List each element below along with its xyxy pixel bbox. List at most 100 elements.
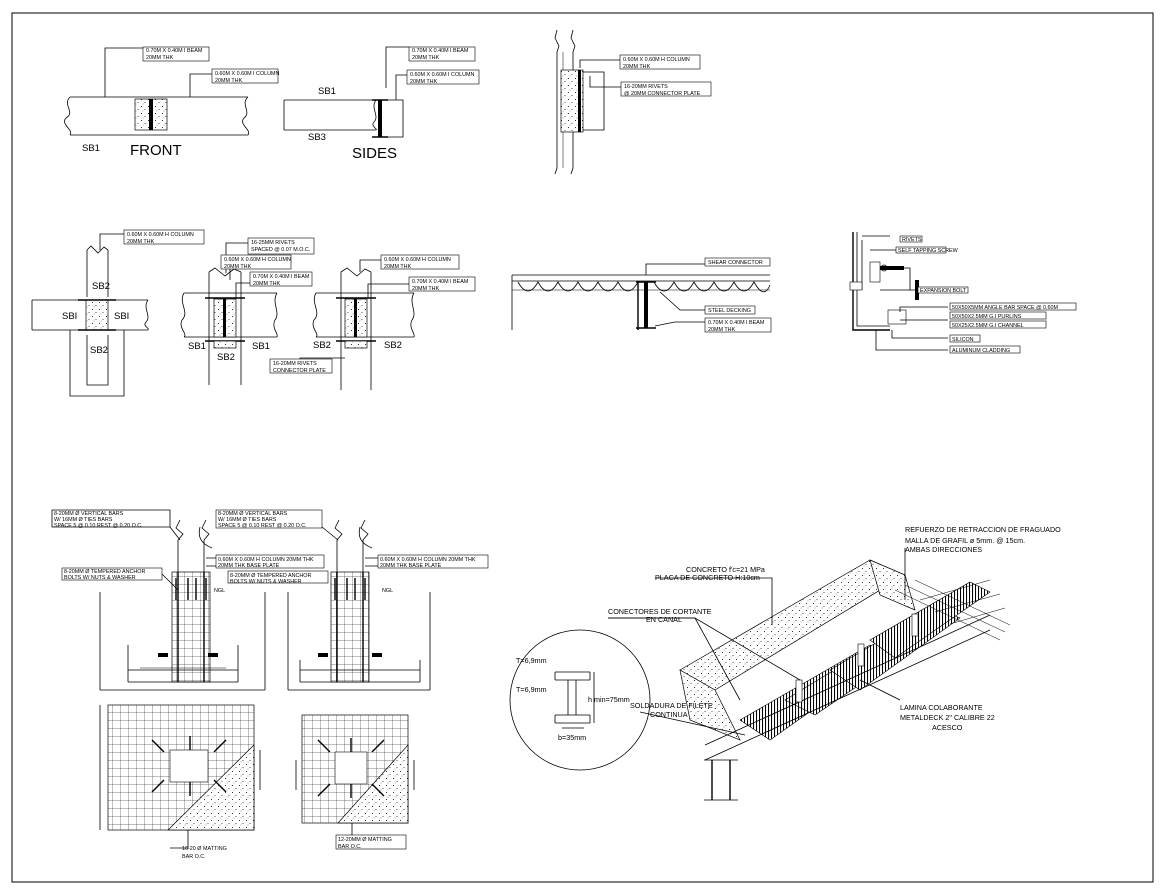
note-rivets-25: 16-25MM RIVETS (251, 240, 295, 246)
note-base-plate: 20MM THK BASE PLATE (218, 563, 280, 569)
title-front: FRONT (130, 142, 182, 159)
note-self-tapping: SELF TAPPING SCREW (898, 248, 959, 254)
text-conectores: CONECTORES DE CORTANTE (608, 607, 712, 616)
note-beam: 0.70M X 0.40M I BEAM (708, 320, 765, 326)
note-beam: 0.70M X 0.40M I BEAM (412, 279, 469, 285)
note-rivets-b: 16-20MM RIVETS (273, 361, 317, 367)
detail-cladding: RIVETS SELF TAPPING SCREW EXPANSION BOLT… (849, 232, 1077, 354)
detail-footing-1: 8-20MM Ø VERTICAL BARS W/ 16MM Ø TIES BA… (51, 509, 325, 860)
text-continua: CONTINUA (650, 710, 688, 719)
note-column: 0.60M X 0.60M H COLUMN (623, 57, 690, 63)
note-column: 0.60M X 0.60M I COLUMN (410, 72, 475, 78)
text-concreto: CONCRETO f'c=21 MPa (686, 565, 765, 574)
label-sb2: SB2 (217, 352, 235, 363)
text-t1: T=6,9mm (516, 656, 547, 665)
detail-front: 0.70M X 0.40M I BEAM 20MM THK 0.60M X 0.… (64, 46, 280, 159)
note-anchor: 8-20MM Ø TEMPERED ANCHOR (64, 569, 145, 575)
label-sb2: SB2 (90, 345, 108, 356)
note-nuts: BOLTS W/ NUTS & WASHER (64, 575, 136, 581)
note-nuts: BOLTS W/ NUTS & WASHER (230, 579, 302, 585)
note-rivets: RIVETS (902, 237, 922, 243)
note-beam: 0.70M X 0.40M I BEAM (412, 48, 469, 54)
note-ties-bars: W/ 16MM Ø TIES BARS (54, 517, 113, 523)
note-angle-bar: 50X50X5MM ANGLE BAR SPACE @ 0.60M (952, 305, 1059, 311)
note-rivets: 16-20MM RIVETS (624, 84, 668, 90)
note-beam: 0.70M X 0.40M I BEAM (253, 274, 310, 280)
note-bar-oc: BAR O.C. (182, 854, 206, 860)
note-thk: 20MM THK (623, 64, 651, 70)
detail-column-connector: 0.60M X 0.60M H COLUMN 20MM THK 16-20MM … (554, 29, 712, 175)
note-column: 0.60M X 0.60M H COLUMN (127, 232, 194, 238)
label-sb2: SB2 (384, 340, 402, 351)
note-bar-oc: BAR O.C. (338, 844, 362, 850)
title-sides: SIDES (352, 145, 397, 162)
note-column: 0.60M X 0.60M I COLUMN (215, 71, 280, 77)
note-ties-bars: W/ 16MM Ø TIES BARS (218, 517, 277, 523)
label-sb1: SB1 (188, 341, 206, 352)
text-malla: MALLA DE GRAFIL ø 5mm. @ 15cm. (905, 536, 1025, 545)
note-vert-bars: 8-20MM Ø VERTICAL BARS (218, 511, 288, 517)
text-ambas: AMBAS DIRECCIONES (905, 545, 982, 554)
detail-sb-cross: 0.60M X 0.60M H COLUMN 20MM THK SB2 SBI … (31, 229, 205, 397)
note-matting-12: 12-20MM Ø MATTING (338, 837, 392, 843)
detail-sb1-sb2: 16-25MM RIVETS SPACED @ 0.07 M.O.C. 0.60… (180, 237, 315, 385)
note-ties-spacing: SPACE 5 @ 0.10 REST @ 0.20 O.C. (54, 523, 143, 529)
label-sb2: SB2 (92, 281, 110, 292)
text-metaldeck: METALDECK 2" CALIBRE 22 (900, 713, 995, 722)
note-thk: 20MM THK (127, 239, 155, 245)
detail-sides: 0.70M X 0.40M I BEAM 20MM THK 0.60M X 0.… (283, 46, 480, 162)
label-sbi-right: SBI (114, 311, 129, 322)
detail-steel-decking: SHEAR CONNECTOR STEEL DECKING 0.70M X 0.… (511, 257, 772, 333)
note-thk: 20MM THK (708, 327, 736, 333)
note-thk: 20MM THK (412, 286, 440, 292)
label-sbi-left: SBI (62, 311, 77, 322)
note-rivet-spacing: SPACED @ 0.07 M.O.C. (251, 247, 310, 253)
note-cladding: ALUMINUM CLADDING (952, 348, 1010, 354)
label-sb1: SB1 (318, 86, 336, 97)
note-beam: 0.70M X 0.40M I BEAM (146, 48, 203, 54)
note-thk: 20MM THK (410, 79, 438, 85)
text-b: b=35mm (558, 733, 586, 742)
note-thk: 20MM THK (215, 78, 243, 84)
note-thk: 20MM THK (146, 55, 174, 61)
text-h-min: h min=75mm (588, 695, 630, 704)
label-sb1: SB1 (82, 143, 100, 154)
note-ties-spacing: SPACE 5 @ 0.10 REST @ 0.20 O.C. (218, 523, 307, 529)
note-vert-bars: 8-20MM Ø VERTICAL BARS (54, 511, 124, 517)
label-ngl: NGL (214, 588, 225, 594)
note-column-h: 0.60M X 0.60M H COLUMN 20MM THK (380, 557, 476, 563)
note-column: 0.60M X 0.60M H COLUMN (224, 257, 291, 263)
text-placa: PLACA DE CONCRETO H:10cm (655, 573, 760, 582)
detail-footing-2: 8-20MM Ø VERTICAL BARS W/ 16MM Ø TIES BA… (215, 509, 489, 850)
note-anchor: 8-20MM Ø TEMPERED ANCHOR (230, 573, 311, 579)
note-column: 0.60M X 0.60M H COLUMN (384, 257, 451, 263)
note-thk: 20MM THK (384, 264, 412, 270)
text-en-canal: EN CANAL (646, 615, 682, 624)
label-sb1: SB1 (252, 341, 270, 352)
text-t2: T=6,9mm (516, 685, 547, 694)
note-channel: 50X25X2.5MM G.I CHANNEL (952, 323, 1024, 329)
note-base-plate: 20MM THK BASE PLATE (380, 563, 442, 569)
note-thk: 20MM THK (224, 264, 252, 270)
note-silicon: SILICON (952, 337, 974, 343)
label-sb3: SB3 (308, 132, 326, 143)
note-purlins: 50X50X2.5MM G.I PURLINS (952, 314, 1022, 320)
note-connector-plate-b: CONNECTOR PLATE (273, 368, 326, 374)
detail-composite-slab: REFUERZO DE RETRACCION DE FRAGUADO MALLA… (509, 525, 1061, 801)
note-column-h: 0.60M X 0.60M H COLUMN 20MM THK (218, 557, 314, 563)
sheet-border (11, 12, 1154, 883)
note-steel-decking: STEEL DECKING (708, 308, 751, 314)
text-soldadura: SOLDADURA DE FILETE (630, 701, 713, 710)
note-thk: 20MM THK (253, 281, 281, 287)
text-refuerzo: REFUERZO DE RETRACCION DE FRAGUADO (905, 525, 1061, 534)
note-matting-16: 16-20 Ø MATTING (182, 846, 227, 852)
note-thk: 20MM THK (412, 55, 440, 61)
detail-sb2-sb2: 0.60M X 0.60M H COLUMN 20MM THK 0.70M X … (269, 254, 476, 390)
text-acesco: ACESCO (932, 723, 963, 732)
text-lamina: LAMINA COLABORANTE (900, 703, 983, 712)
note-connector-plate: @ 20MM CONNECTOR PLATE (624, 91, 701, 97)
label-ngl: NGL (382, 588, 393, 594)
label-sb2: SB2 (313, 340, 331, 351)
note-expansion-bolt: EXPANSION BOLT (920, 288, 967, 294)
